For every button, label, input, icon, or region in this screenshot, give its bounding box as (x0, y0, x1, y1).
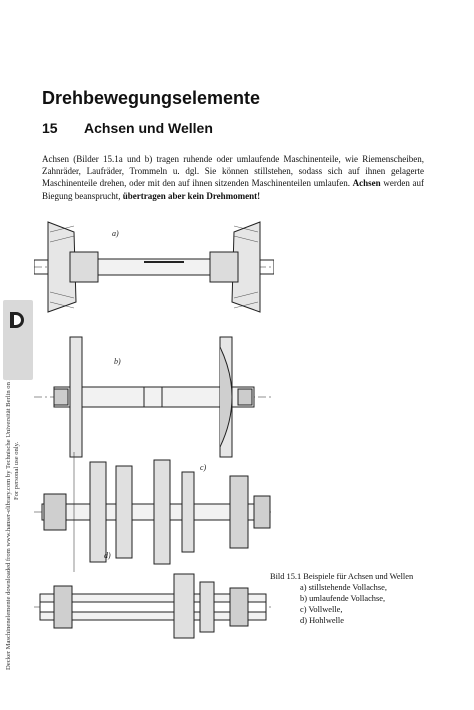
paragraph-bold-achsen: Achsen (352, 178, 381, 189)
paragraph-bold-statement: übertragen aber kein Drehmoment! (122, 190, 261, 201)
caption-item: c) Vollwelle, (300, 605, 343, 614)
figure-label-a: a) (112, 229, 119, 238)
intro-paragraph: Achsen (Bilder 15.1a und b) tragen ruhen… (42, 153, 424, 202)
section-number: 15 (42, 120, 58, 136)
chapter-title: Drehbewegungselemente (42, 88, 261, 108)
drawing-b (34, 336, 274, 458)
download-notice-line1: Decker Maschinenelemente downloaded from… (5, 343, 12, 670)
caption-item: d) Hohlwelle (300, 616, 344, 625)
drawing-a (34, 221, 274, 313)
caption-item: a) stillstehende Vollachse, (300, 583, 387, 592)
drawing-c (34, 452, 274, 572)
download-notice-line2: For personal use only. (13, 441, 20, 500)
paragraph-part2: werden auf Biegung beansprucht, (42, 178, 425, 201)
shaft-drawings: a) b) c) d) (34, 221, 274, 639)
figure-caption: Bild 15.1 Beispiele für Achsen und Welle… (270, 571, 460, 626)
download-notice: Decker Maschinenelemente downloaded from… (0, 150, 22, 710)
section-title: Achsen und Wellen (84, 120, 213, 136)
figure-label-d: d) (104, 551, 111, 560)
section-heading: 15 Achsen und Wellen (42, 120, 213, 136)
caption-item: b) umlaufende Vollachse, (300, 594, 386, 603)
publisher-logo (3, 300, 33, 380)
caption-title: Bild 15.1 Beispiele für Achsen und Welle… (270, 572, 414, 581)
figure-label-b: b) (114, 357, 121, 366)
paragraph-part1: Achsen (Bilder 15.1a und b) tragen ruhen… (42, 154, 424, 189)
publisher-logo-mark (10, 312, 24, 328)
drawing-d (34, 573, 274, 639)
figure-label-c: c) (200, 463, 207, 472)
